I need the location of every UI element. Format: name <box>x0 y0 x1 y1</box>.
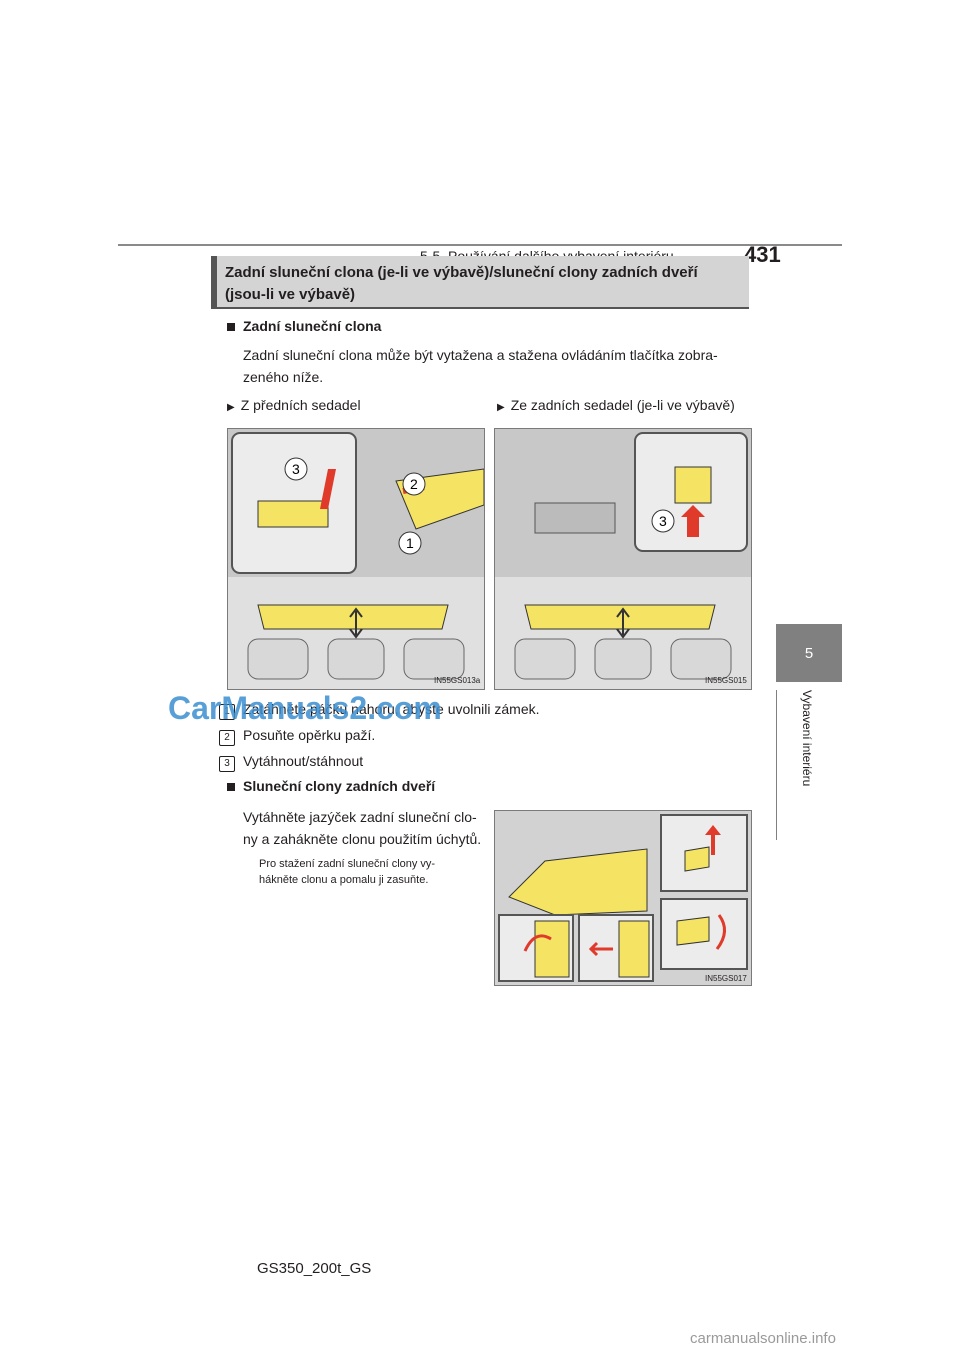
svg-text:2: 2 <box>410 476 418 492</box>
col2-label: ▶ Ze zadních sedadel (je-li ve výbavě) <box>497 394 735 419</box>
square-bullet-icon <box>227 783 235 792</box>
step-1-number: 1 <box>219 704 235 720</box>
img1-code: IN55GS013a <box>434 676 481 685</box>
triangle-bullet-icon: ▶ <box>227 402 235 413</box>
door-shades-heading-text: Sluneční clony zadních dveří <box>243 778 436 794</box>
tab-rule <box>776 690 777 840</box>
section-underline <box>211 307 749 309</box>
page-number: 431 <box>744 242 781 267</box>
chapter-number: 5 <box>804 644 814 662</box>
door-shades-text: Vytáhněte jazýček zadní sluneční clo- ny… <box>243 806 493 850</box>
door-shades-text-line2: ny a zahákněte clonu použitím úchytů. <box>243 831 482 847</box>
step-2: 2 Posuňte opěrku paží. <box>219 724 375 746</box>
door-shade-illustration: IN55GS017 <box>494 810 752 986</box>
svg-text:3: 3 <box>292 461 300 477</box>
rear-shade-text: Zadní sluneční clona může být vytažena a… <box>243 344 753 388</box>
square-bullet-icon <box>227 323 235 332</box>
rear-seat-illustration: 3 IN55GS015 <box>494 428 752 690</box>
rear-shade-heading: Zadní sluneční clona <box>227 318 381 334</box>
col2-label-text: Ze zadních sedadel (je-li ve výbavě) <box>510 397 735 413</box>
svg-text:3: 3 <box>659 513 667 529</box>
step-3-text: Vytáhnout/stáhnout <box>243 753 364 769</box>
watermark-top: CarManuals2.com <box>168 690 442 726</box>
triangle-bullet-icon: ▶ <box>497 402 505 413</box>
step-3-number: 3 <box>219 756 235 772</box>
chapter-label: Vybavení interiéru <box>800 690 814 787</box>
section-title-line1: Zadní sluneční clona (je-li ve výbavě)/s… <box>225 264 698 281</box>
watermark-bottom: carmanualsonline.info <box>690 1330 836 1347</box>
model-footer: GS350_200t_GS <box>257 1260 372 1277</box>
door-shades-note-line2: hákněte clonu a pomalu ji zasuňte. <box>259 874 429 886</box>
svg-text:1: 1 <box>406 535 414 551</box>
front-seat-svg: 3 2 1 <box>228 429 484 689</box>
col1-label: ▶ Z předních sedadel <box>227 394 361 419</box>
door-shades-heading: Sluneční clony zadních dveří <box>227 778 435 794</box>
door-shades-text-line1: Vytáhněte jazýček zadní sluneční clo- <box>243 809 477 825</box>
section-title-box: Zadní sluneční clona (je-li ve výbavě)/s… <box>211 256 749 307</box>
chapter-tab: 5 <box>776 624 842 682</box>
rear-shade-text-line1: Zadní sluneční clona může být vytažena a… <box>243 347 718 363</box>
rear-shade-text-line2: zeného níže. <box>243 369 324 385</box>
section-title-line2: (jsou-li ve výbavě) <box>225 286 356 303</box>
col1-label-text: Z předních sedadel <box>240 397 361 413</box>
door-shades-note: Pro stažení zadní sluneční clony vy- hák… <box>259 856 489 888</box>
step-1-text: Zatáhněte páčku nahoru, abyste uvolnili … <box>243 701 540 717</box>
front-seat-illustration: 3 2 1 IN55GS013a <box>227 428 485 690</box>
door-shades-note-line1: Pro stažení zadní sluneční clony vy- <box>259 858 436 870</box>
header-rule <box>118 244 842 246</box>
door-shade-svg <box>495 811 751 985</box>
step-2-text: Posuňte opěrku paží. <box>243 727 376 743</box>
img2-code: IN55GS015 <box>705 676 747 685</box>
step-3: 3 Vytáhnout/stáhnout <box>219 750 363 772</box>
rear-seat-svg: 3 <box>495 429 751 689</box>
rear-shade-heading-text: Zadní sluneční clona <box>243 318 382 334</box>
step-1: 1 Zatáhněte páčku nahoru, abyste uvolnili… <box>219 698 540 720</box>
step-2-number: 2 <box>219 730 235 746</box>
img3-code: IN55GS017 <box>705 974 747 983</box>
